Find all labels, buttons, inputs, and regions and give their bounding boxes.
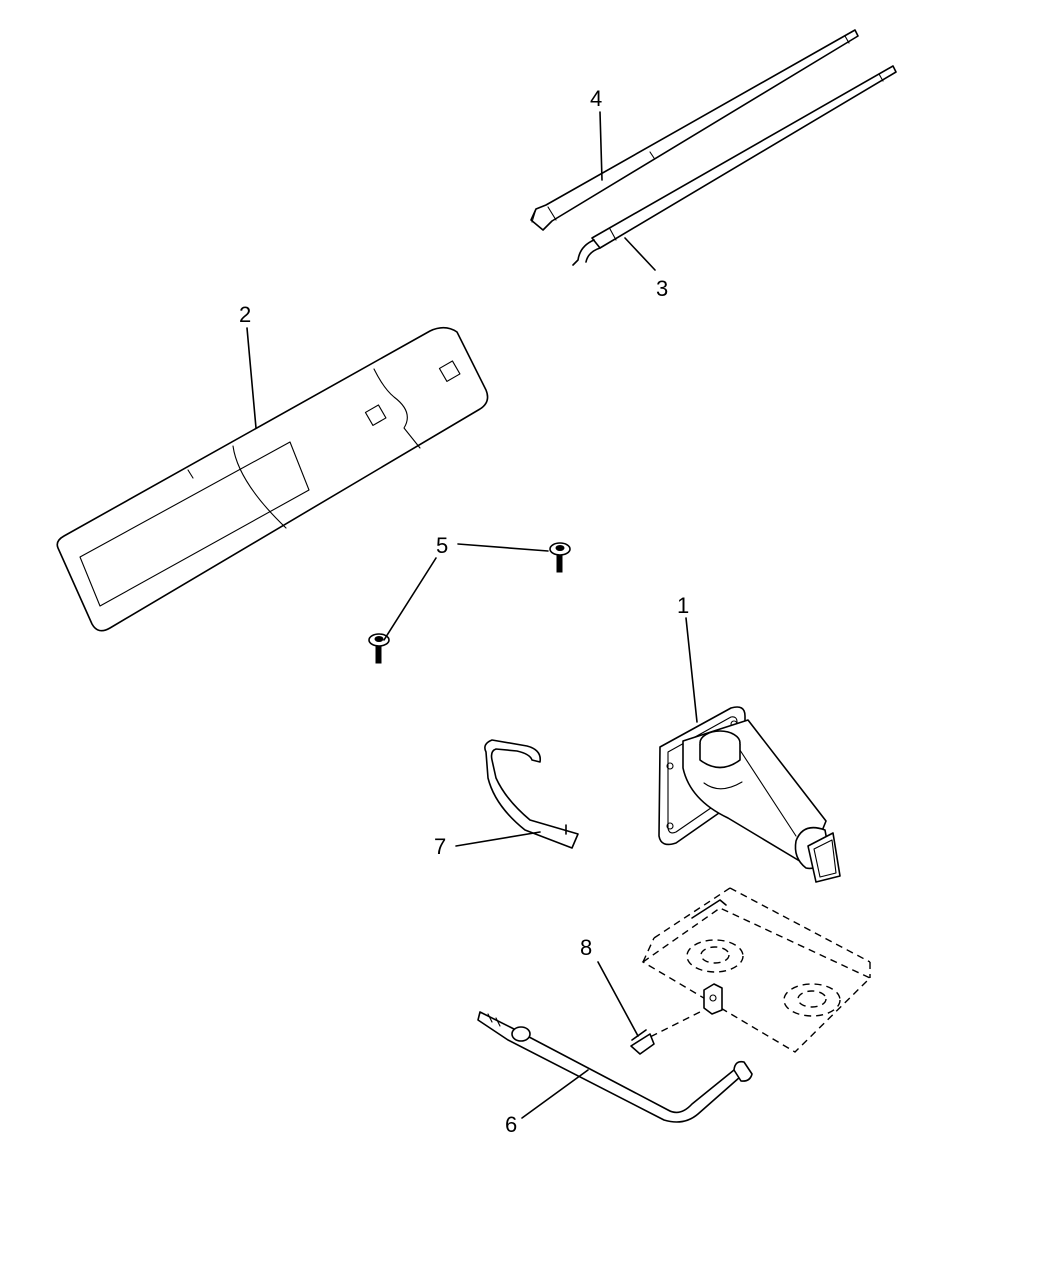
- callout-8: 8: [580, 935, 592, 960]
- instruction-panel-icon[interactable]: [56, 326, 489, 632]
- callout-7: 7: [434, 834, 446, 859]
- leader-line-1: [685, 617, 698, 723]
- jack-handle-icon[interactable]: [530, 29, 859, 231]
- mounting-base: [639, 887, 872, 1053]
- strap-icon[interactable]: [484, 739, 579, 849]
- callout-5: 5: [436, 533, 448, 558]
- callout-4: 4: [590, 86, 602, 111]
- leader-line-6: [521, 1069, 589, 1119]
- leader-line-3: [624, 237, 656, 271]
- leader-line-8: [597, 961, 639, 1037]
- screw-icon[interactable]: [549, 542, 571, 573]
- leader-line-5a: [457, 543, 549, 552]
- leader-line-4: [599, 111, 603, 181]
- screw-icon[interactable]: [368, 633, 390, 664]
- lug-wrench-icon[interactable]: [477, 1011, 753, 1123]
- jack-icon[interactable]: [658, 706, 841, 883]
- leader-line-5b: [383, 557, 437, 641]
- callout-1: 1: [677, 593, 689, 618]
- callout-2: 2: [239, 302, 251, 327]
- callout-6: 6: [505, 1112, 517, 1137]
- leader-line-2: [246, 327, 257, 429]
- jack-handle-extension-icon[interactable]: [572, 65, 897, 266]
- leader-line-7: [455, 831, 541, 847]
- bracket-icon[interactable]: [630, 983, 723, 1055]
- callout-3: 3: [656, 276, 668, 301]
